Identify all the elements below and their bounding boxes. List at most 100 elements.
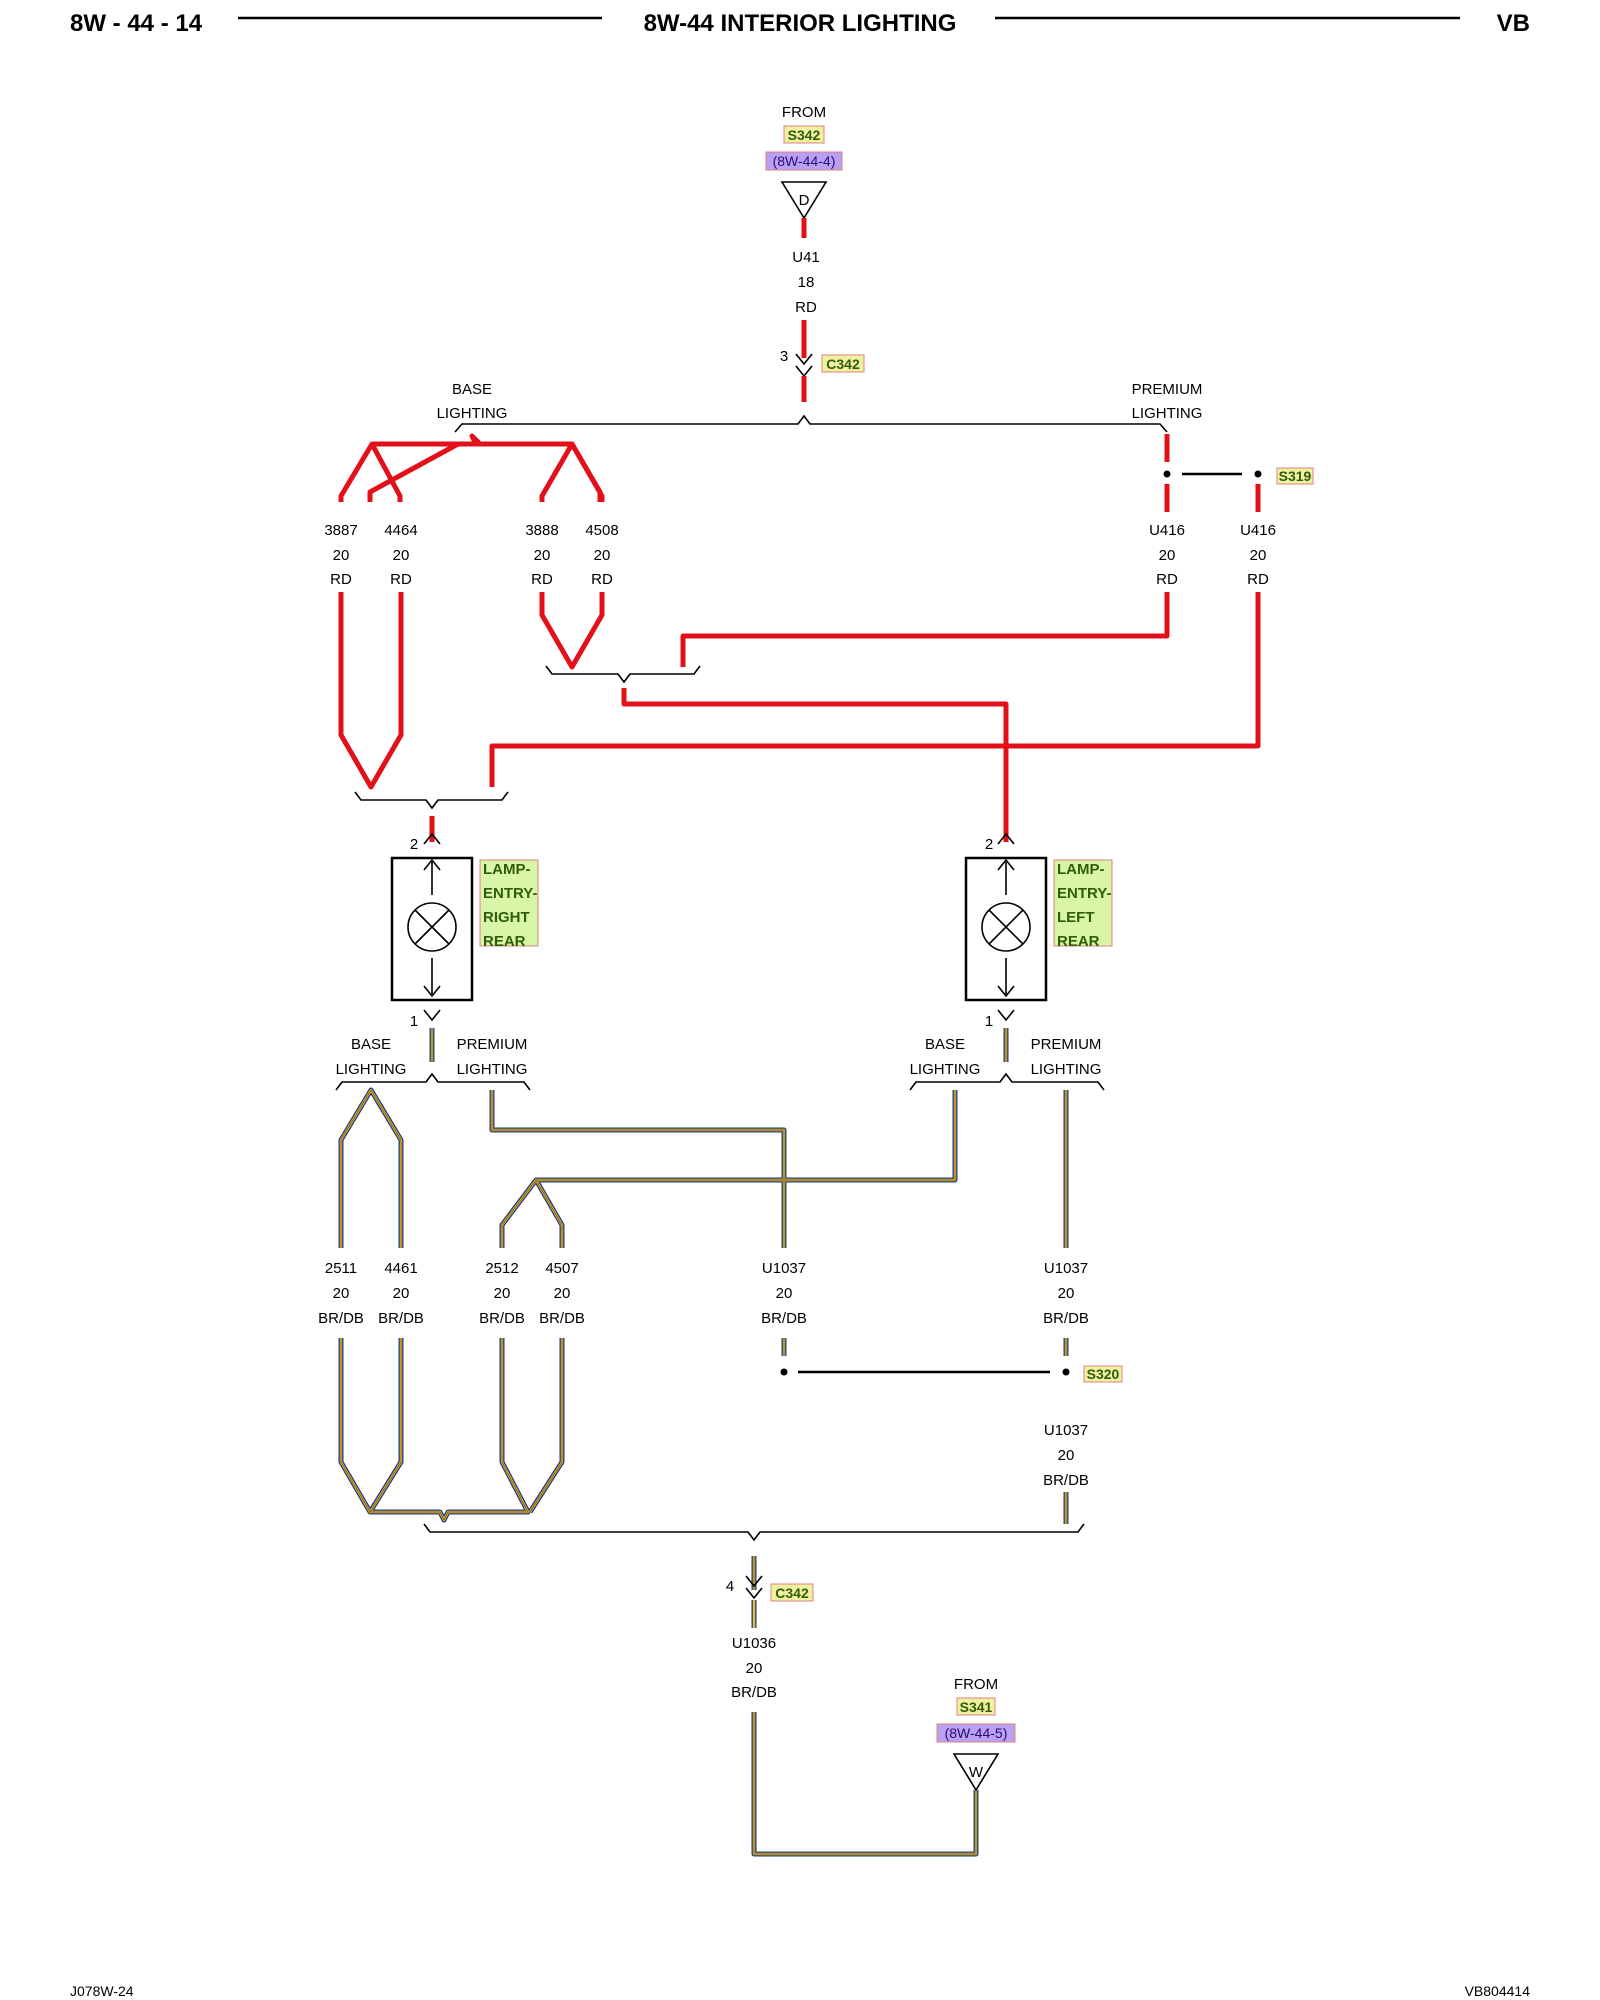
wire-u416b-id: U416 xyxy=(1240,522,1276,539)
rr-label-2[interactable]: ENTRY- xyxy=(483,885,537,902)
wire-u1037a-gauge: 20 xyxy=(776,1285,793,1302)
wire-u41-color: RD xyxy=(795,299,817,316)
wire-base-red-fork-right xyxy=(539,441,605,502)
top-option-brace xyxy=(454,414,1168,433)
bottom-splice-tag[interactable]: S341 xyxy=(960,1699,993,1715)
wire-u1037a-color: BR/DB xyxy=(761,1310,807,1327)
brace-mid-left xyxy=(545,665,701,684)
wire-u1036-color: BR/DB xyxy=(731,1684,777,1701)
wire-u41-id: U41 xyxy=(792,249,820,266)
top-ref-tag-bg xyxy=(765,151,843,171)
brdb-wires xyxy=(338,1028,1069,1857)
rr-label-1[interactable]: LAMP- xyxy=(483,861,531,878)
rr-lead-top xyxy=(423,858,441,895)
s320-tag-bg xyxy=(1083,1365,1123,1383)
wire-u416a-gauge: 20 xyxy=(1159,547,1176,564)
wire-2511-color: BR/DB xyxy=(318,1310,364,1327)
c342-top-pin: 3 xyxy=(780,348,788,365)
top-base-label-2: LIGHTING xyxy=(437,405,508,422)
lamp-bulb-cross xyxy=(414,909,450,945)
splice-s319-node-a xyxy=(1163,470,1171,478)
c342-bottom-pin: 4 xyxy=(726,1578,734,1595)
lr-label-4[interactable]: REAR xyxy=(1057,933,1100,950)
wire-3887-id: 3887 xyxy=(324,522,357,539)
rr-pin2: 2 xyxy=(410,836,418,853)
wire-u416a-run xyxy=(680,592,1170,667)
wire-to-left-rear xyxy=(621,688,1009,842)
rr-label-3[interactable]: RIGHT xyxy=(483,909,530,926)
lr-conn-bottom xyxy=(997,1009,1015,1022)
wire-4464-color: RD xyxy=(390,571,412,588)
lr-pin2: 2 xyxy=(985,836,993,853)
wire-3887-4464-loop xyxy=(338,592,404,790)
wire-4508-gauge: 20 xyxy=(594,547,611,564)
top-source-triangle xyxy=(780,181,828,220)
rr-label-bg xyxy=(479,859,539,947)
c342-top-tag-bg xyxy=(821,354,865,373)
top-splice-tag[interactable]: S342 xyxy=(788,127,821,143)
wire-u1037b-id: U1037 xyxy=(1044,1260,1088,1277)
brace-right-rear xyxy=(354,791,509,810)
lr-label-1[interactable]: LAMP- xyxy=(1057,861,1105,878)
wire-3888-gauge: 20 xyxy=(534,547,551,564)
wire-4508-color: RD xyxy=(591,571,613,588)
lr-lead-bottom xyxy=(997,958,1015,998)
wire-3888-id: 3888 xyxy=(525,522,558,539)
rr-base-label-2: LIGHTING xyxy=(336,1061,407,1078)
model-code: VB xyxy=(1497,10,1530,37)
splice-s319-node-b xyxy=(1254,470,1262,478)
lr-label-2[interactable]: ENTRY- xyxy=(1057,885,1111,902)
top-base-label-1: BASE xyxy=(452,381,492,398)
bottom-ref-tag[interactable]: (8W-44-5) xyxy=(945,1725,1008,1741)
wire-u1037c-gauge: 20 xyxy=(1058,1447,1075,1464)
wire-4508-id: 4508 xyxy=(585,522,618,539)
wire-2511-id: 2511 xyxy=(325,1260,357,1277)
splice-s320-node-a xyxy=(780,1368,788,1376)
page-number: 8W - 44 - 14 xyxy=(70,10,203,37)
bottom-source-letter: W xyxy=(969,1764,984,1781)
c342-bottom-tag[interactable]: C342 xyxy=(775,1585,809,1601)
top-premium-label-1: PREMIUM xyxy=(1132,381,1203,398)
rr-base-label-1: BASE xyxy=(351,1036,391,1053)
top-splice-tag-bg xyxy=(783,125,825,144)
wire-4461-gauge: 20 xyxy=(393,1285,410,1302)
footer-right-code: VB804414 xyxy=(1465,1983,1531,1999)
c342-top-tag[interactable]: C342 xyxy=(826,356,860,372)
wire-4461-color: BR/DB xyxy=(378,1310,424,1327)
footer-left-code: J078W-24 xyxy=(70,1983,134,1999)
rr-label-4[interactable]: REAR xyxy=(483,933,526,950)
wire-3887-color: RD xyxy=(330,571,352,588)
bottom-ref-tag-bg xyxy=(936,1723,1016,1743)
lr-label-bg xyxy=(1053,859,1113,947)
wire-4507-id: 4507 xyxy=(545,1260,578,1277)
wire-2512-color: BR/DB xyxy=(479,1310,525,1327)
wire-u1037b-gauge: 20 xyxy=(1058,1285,1075,1302)
wire-u1036-gauge: 20 xyxy=(746,1660,763,1677)
wire-u41-gauge: 18 xyxy=(798,274,815,291)
wire-4461-id: 4461 xyxy=(384,1260,417,1277)
lr-option-brace xyxy=(909,1072,1105,1091)
wire-2512-gauge: 20 xyxy=(494,1285,511,1302)
rr-premium-label-2: LIGHTING xyxy=(457,1061,528,1078)
wire-u1037c-color: BR/DB xyxy=(1043,1472,1089,1489)
top-ref-tag[interactable]: (8W-44-4) xyxy=(773,153,836,169)
lr-label-3[interactable]: LEFT xyxy=(1057,909,1095,926)
s320-tag[interactable]: S320 xyxy=(1087,1366,1120,1382)
page-title: 8W-44 INTERIOR LIGHTING xyxy=(644,10,957,37)
wire-3888-color: RD xyxy=(531,571,553,588)
lr-conn-top xyxy=(997,832,1015,845)
rr-option-brace xyxy=(335,1072,531,1091)
top-from-label: FROM xyxy=(782,104,826,121)
s319-tag-bg xyxy=(1276,467,1314,485)
bottom-source-triangle xyxy=(952,1753,1000,1792)
c342-bottom-tag-bg xyxy=(770,1583,814,1602)
bottom-merge-brace xyxy=(423,1523,1085,1542)
wire-u1036-id: U1036 xyxy=(732,1635,776,1652)
lr-premium-label-2: LIGHTING xyxy=(1031,1061,1102,1078)
rr-premium-label-1: PREMIUM xyxy=(457,1036,528,1053)
s319-tag[interactable]: S319 xyxy=(1279,468,1312,484)
wire-4464-id: 4464 xyxy=(384,522,417,539)
lr-lead-top xyxy=(997,858,1015,895)
wire-2512-id: 2512 xyxy=(485,1260,518,1277)
